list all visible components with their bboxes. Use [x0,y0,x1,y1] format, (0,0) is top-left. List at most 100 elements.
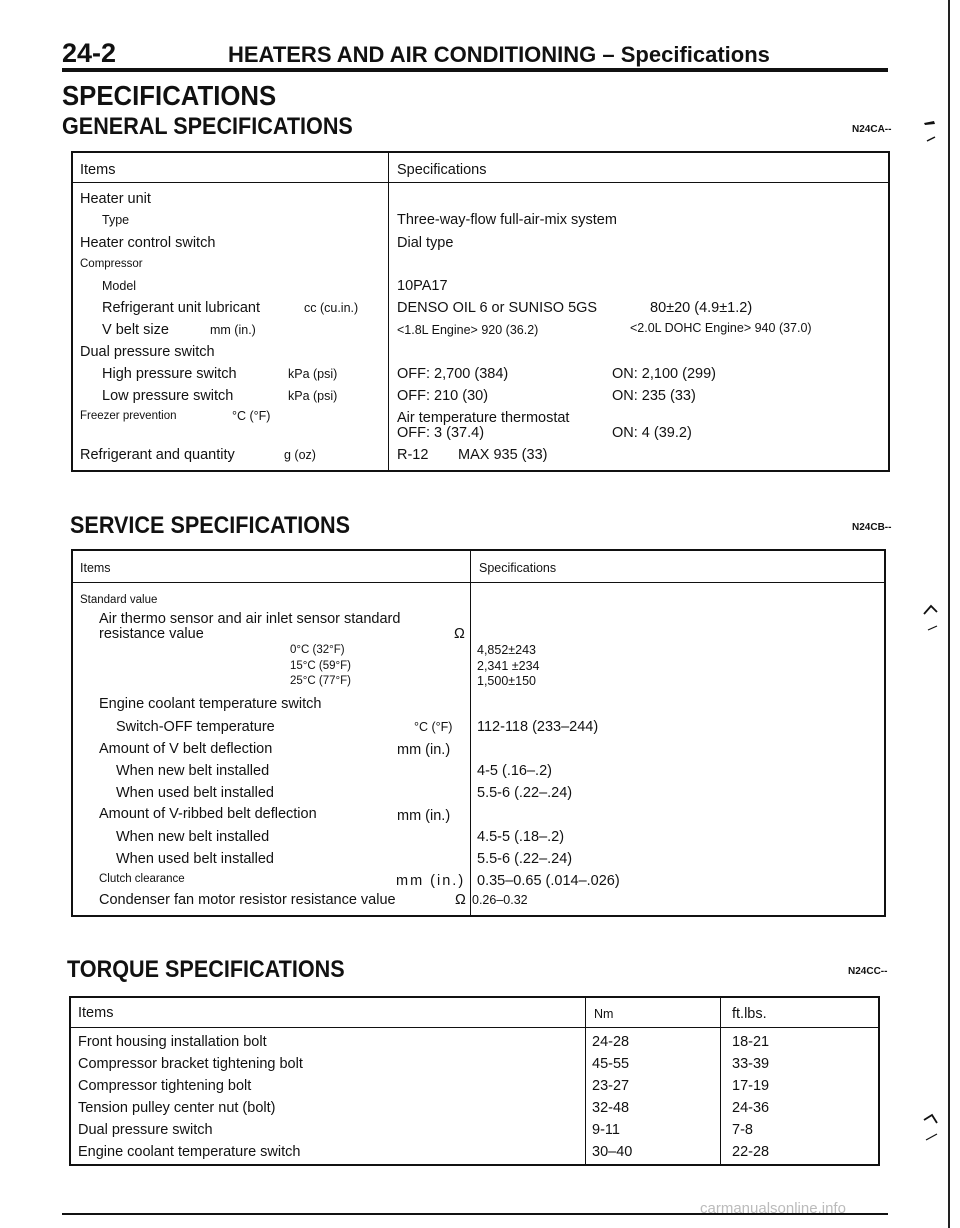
general-item: Type [102,213,130,227]
general-item: Heater unit [80,191,151,207]
service-col-items: Items [80,561,111,575]
service-item: When new belt installed [116,829,270,845]
service-spec: 112-118 (233–244) [477,719,599,735]
service-item: Switch-OFF temperature [116,719,275,735]
general-unit: kPa (psi) [288,389,338,403]
general-spec: Dial type [397,235,454,251]
torque-nm: 45-55 [592,1056,630,1072]
general-specs-code: N24CA-- [852,124,892,135]
torque-ftlbs: 24-36 [732,1100,770,1116]
general-spec: Three-way-flow full-air-mix system [397,212,617,228]
service-specs-code: N24CB-- [852,522,892,533]
general-spec: OFF: 3 (37.4) [397,425,485,441]
torque-nm: 24-28 [592,1034,630,1050]
general-item: Compressor [80,258,143,270]
general-spec-2: 80±20 (4.9±1.2) [650,300,753,316]
service-item: 0°C (32°F) [290,644,345,656]
page-edge [948,0,950,1228]
general-item: Dual pressure switch [80,344,215,360]
service-spec: 0.35–0.65 (.014–.026) [477,873,620,889]
service-item: 25°C (77°F) [290,675,351,687]
service-col-divider [470,549,471,917]
page-number: 24-2 [62,38,117,68]
general-spec: Air temperature thermostat [397,410,570,426]
torque-item: Front housing installation bolt [78,1034,267,1050]
torque-ftlbs: 17-19 [732,1078,770,1094]
service-item: 15°C (59°F) [290,660,351,672]
general-col-items: Items [80,162,116,178]
general-header-rule [71,182,888,183]
torque-item: Dual pressure switch [78,1122,213,1138]
page-header-title: HEATERS AND AIR CONDITIONING – Specifica… [228,42,770,67]
general-item: V belt size [102,322,169,338]
torque-item: Tension pulley center nut (bolt) [78,1100,276,1116]
service-unit: Ω [454,626,465,642]
torque-header-rule [69,1027,878,1028]
general-spec: OFF: 210 (30) [397,388,489,404]
general-item: Freezer prevention [80,410,177,422]
general-spec-2: <2.0L DOHC Engine> 940 (37.0) [630,321,812,335]
torque-ftlbs: 33-39 [732,1056,770,1072]
torque-col-nm: Nm [594,1007,614,1021]
main-heading: SPECIFICATIONS [62,80,277,111]
general-spec: DENSO OIL 6 or SUNISO 5GS [397,300,598,316]
service-spec: 5.5-6 (.22–.24) [477,785,573,801]
service-specs-table [71,549,886,917]
general-unit: g (oz) [284,448,316,462]
service-item: Standard value [80,594,158,606]
torque-specs-table [69,996,880,1166]
general-unit: °C (°F) [232,409,271,423]
header-rule [62,68,888,72]
torque-ftlbs: 18-21 [732,1034,770,1050]
service-unit: Ω [455,892,466,908]
service-item: Engine coolant temperature switch [99,696,322,712]
torque-ftlbs: 22-28 [732,1144,770,1160]
service-header-rule [71,582,884,583]
general-spec: 10PA17 [397,278,448,294]
general-item: Heater control switch [80,235,216,251]
torque-specs-code: N24CC-- [848,966,888,977]
torque-item: Compressor tightening bolt [78,1078,252,1094]
general-item: Low pressure switch [102,388,234,404]
general-specs-table [71,151,890,472]
service-item: Condenser fan motor resistor resistance … [99,892,396,908]
general-spec: OFF: 2,700 (384) [397,366,509,382]
general-col-divider [388,151,389,470]
general-spec-2: MAX 935 (33) [458,447,548,463]
binding-mark-icon [923,1113,938,1141]
service-item: When used belt installed [116,851,274,867]
service-col-specs: Specifications [479,561,557,575]
torque-nm: 32-48 [592,1100,630,1116]
general-spec-2: ON: 4 (39.2) [612,425,692,441]
general-unit: kPa (psi) [288,367,338,381]
service-item: Amount of V belt deflection [99,741,273,757]
torque-col-items: Items [78,1005,114,1021]
torque-nm: 30–40 [592,1144,633,1160]
binding-mark-icon [923,604,938,631]
torque-ftlbs: 7-8 [732,1122,753,1138]
general-item: Refrigerant unit lubricant [102,300,260,316]
torque-specs-heading: TORQUE SPECIFICATIONS [67,956,345,983]
general-col-specs: Specifications [397,162,487,178]
general-spec-2: ON: 235 (33) [612,388,696,404]
general-unit: mm (in.) [210,323,256,337]
service-item: When used belt installed [116,785,274,801]
service-item: resistance value [99,626,204,642]
service-item: Amount of V-ribbed belt deflection [99,806,317,822]
general-spec: R-12 [397,447,429,463]
service-item: When new belt installed [116,763,270,779]
service-spec: 4,852±243 [477,643,536,657]
torque-nm: 9-11 [592,1122,620,1138]
torque-item: Compressor bracket tightening bolt [78,1056,303,1072]
torque-col-ftlbs: ft.lbs. [732,1006,767,1022]
general-unit: cc (cu.in.) [304,301,359,315]
service-unit: °C (°F) [414,720,453,734]
service-spec: 0.26–0.32 [472,893,528,907]
footer-watermark: carmanualsonline.info [700,1200,846,1217]
footer-rule [62,1213,888,1215]
torque-col-divider-1 [585,996,586,1164]
service-spec: 2,341 ±234 [477,659,540,673]
service-spec: 4-5 (.16–.2) [477,763,552,779]
service-item: Air thermo sensor and air inlet sensor s… [99,611,401,627]
torque-item: Engine coolant temperature switch [78,1144,301,1160]
